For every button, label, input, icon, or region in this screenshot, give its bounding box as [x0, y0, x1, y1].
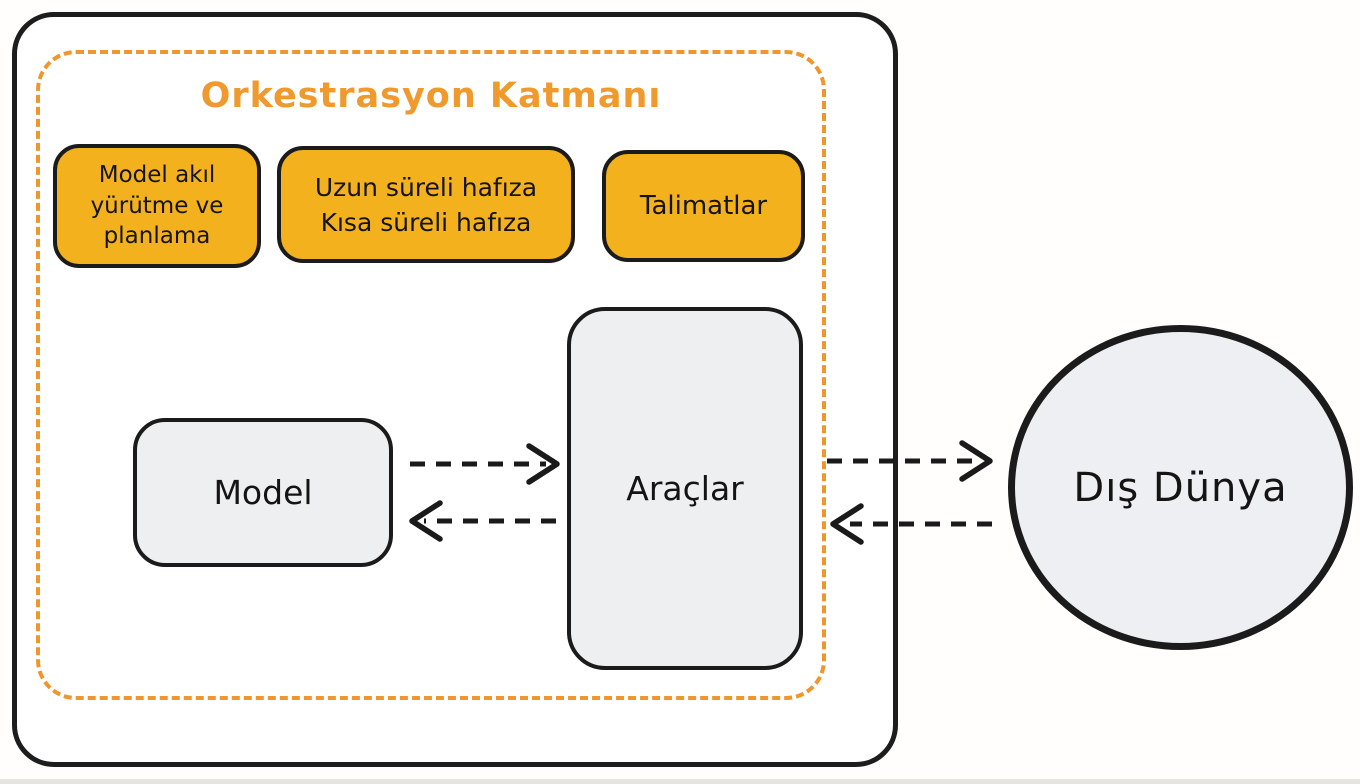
- orchestration-layer-title: Orkestrasyon Katmanı: [200, 76, 662, 116]
- memory-box: Uzun süreli hafıza Kısa süreli hafıza: [277, 146, 575, 263]
- reasoning-planning-box: Model akıl yürütme ve planlama: [53, 144, 261, 268]
- orchestration-layer-box: [36, 50, 826, 700]
- model-node: Model: [133, 418, 393, 567]
- bottom-edge-shadow: [0, 779, 1360, 784]
- external-world-circle: Dış Dünya: [1008, 325, 1353, 650]
- instructions-box: Talimatlar: [602, 150, 805, 262]
- tools-node: Araçlar: [567, 307, 803, 670]
